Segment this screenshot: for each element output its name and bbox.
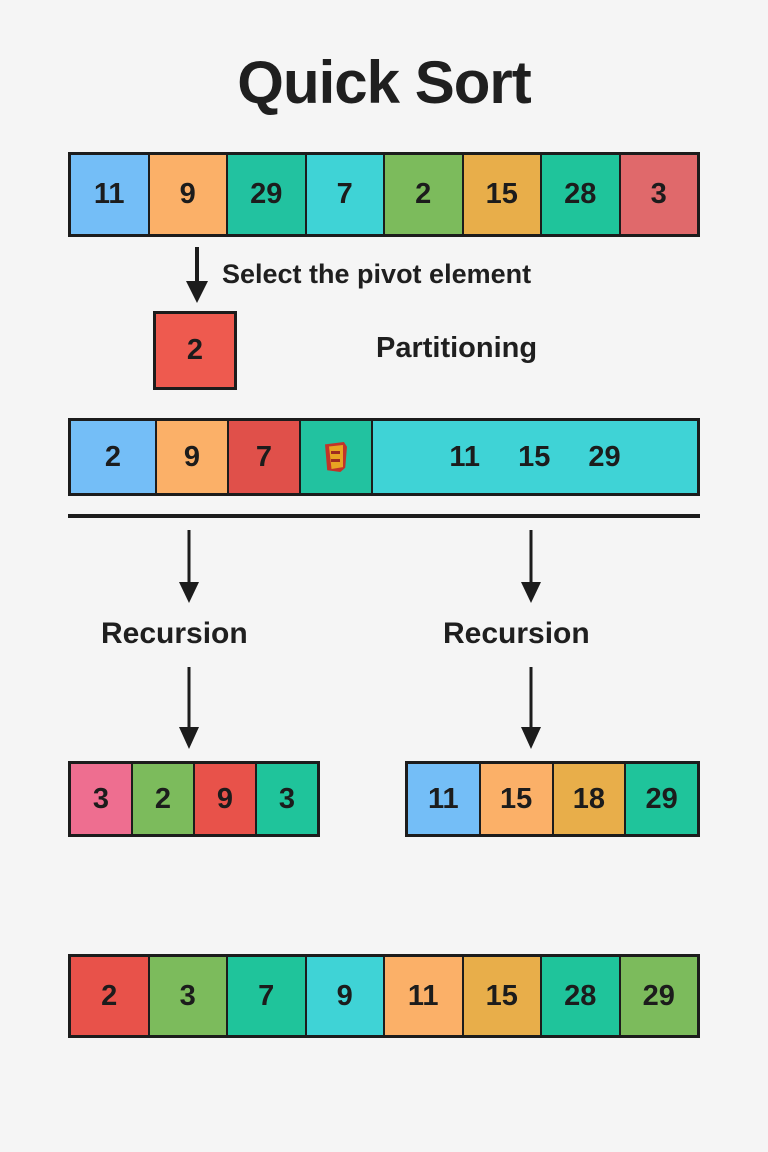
- right-subarray-cell: 29: [626, 764, 697, 834]
- partitioned-array-cell: 2: [71, 421, 155, 493]
- sorted-array-cell: 3: [149, 957, 226, 1035]
- arrow-recursion-right-bottom: [521, 667, 541, 749]
- right-subarray-cell-value: 11: [428, 782, 459, 815]
- partitioning-label: Partitioning: [376, 332, 538, 364]
- sorted-array-cell: 9: [306, 957, 383, 1035]
- partitioned-tail-value: 29: [588, 440, 621, 473]
- partitioned-array-cell-value: 7: [255, 440, 273, 473]
- left-subarray-cell: 3: [257, 764, 317, 834]
- sorted-array-cell: 11: [385, 957, 462, 1035]
- sorted-array-cell-value: 3: [179, 979, 196, 1012]
- sorted-array-cell-value: 7: [258, 979, 275, 1012]
- sorted-array-cell: 7: [228, 957, 305, 1035]
- left-subarray-cell-value: 3: [92, 782, 110, 815]
- sorted-array-cell: 29: [620, 957, 697, 1035]
- sorted-array-cell: 2: [71, 957, 148, 1035]
- left-subarray-cell: 9: [195, 764, 255, 834]
- partitioned-array-cell: 7: [229, 421, 299, 493]
- arrow-recursion-left-bottom: [179, 667, 199, 749]
- initial-array-cell-value: 28: [564, 178, 597, 210]
- right-subarray-cell-value: 18: [572, 782, 605, 815]
- right-subarray-cell: 15: [480, 764, 552, 834]
- initial-array-cell-value: 2: [415, 178, 432, 210]
- initial-array-cell-value: 9: [179, 178, 196, 210]
- right-subarray-cell: 11: [408, 764, 479, 834]
- arrow-recursion-right-top: [521, 530, 541, 603]
- partitioned-array-cell-value: 9: [183, 440, 201, 473]
- initial-array-cell-value: 3: [650, 178, 667, 210]
- initial-array-cell-value: 29: [250, 178, 283, 210]
- right-subarray-cell-value: 29: [645, 782, 678, 815]
- arrow-recursion-left-top: [179, 530, 199, 603]
- right-subarray-cell-value: 15: [499, 782, 533, 815]
- initial-array-cell: 15: [463, 155, 540, 234]
- right-subarray: 11 15 18 29: [405, 761, 700, 837]
- initial-array-cell: 9: [149, 155, 226, 234]
- sorted-array-cell-value: 2: [101, 979, 118, 1012]
- pivot-value: 2: [186, 334, 204, 366]
- initial-array-cell: 3: [620, 155, 697, 234]
- arrow-select-pivot: [186, 247, 208, 303]
- recursion-label-right: Recursion: [443, 617, 590, 650]
- sorted-array-cell-value: 15: [485, 979, 518, 1012]
- sorted-array-cell-value: 28: [564, 979, 597, 1012]
- initial-array-cell: 28: [542, 155, 619, 234]
- garbled-glyph-icon: [323, 442, 349, 472]
- sorted-array-cell: 28: [542, 957, 619, 1035]
- sorted-array-cell-value: 11: [407, 979, 439, 1012]
- left-subarray-cell: 2: [133, 764, 193, 834]
- left-subarray-cell-value: 2: [154, 782, 172, 815]
- select-pivot-label: Select the pivot element: [222, 259, 532, 289]
- sorted-array-cell-value: 29: [642, 979, 675, 1012]
- right-subarray-cell: 18: [553, 764, 625, 834]
- left-subarray-cell: 3: [71, 764, 131, 834]
- recursion-label-left: Recursion: [101, 617, 248, 650]
- page-title: Quick Sort: [237, 49, 531, 116]
- left-subarray-cell-value: 9: [216, 782, 234, 815]
- partitioned-array-cell-value: 2: [104, 440, 122, 473]
- section-divider: [68, 514, 700, 518]
- initial-array-cell: 29: [228, 155, 305, 234]
- left-subarray-cell-value: 3: [278, 782, 296, 815]
- left-subarray: 3 2 9 3: [68, 761, 320, 837]
- sorted-array: 2 3 7 9 11 15 28 29: [68, 954, 700, 1038]
- initial-array-cell-value: 15: [485, 178, 518, 210]
- initial-array-cell: 2: [385, 155, 462, 234]
- initial-array-cell-value: 11: [93, 178, 125, 210]
- initial-array: 11 9 29 7 2 15 28 3: [68, 152, 700, 237]
- partitioned-array-tail-cell: 11 15 29: [373, 421, 697, 493]
- partitioned-tail-value: 11: [449, 440, 481, 473]
- initial-array-cell-value: 7: [336, 178, 353, 210]
- initial-array-cell: 7: [306, 155, 383, 234]
- partitioned-array-cell: 9: [157, 421, 227, 493]
- partitioned-array-cell: [301, 421, 371, 493]
- initial-array-cell: 11: [71, 155, 148, 234]
- pivot-box: 2: [153, 311, 237, 390]
- sorted-array-cell: 15: [463, 957, 540, 1035]
- sorted-array-cell-value: 9: [336, 979, 353, 1012]
- partitioned-tail-value: 15: [518, 440, 551, 473]
